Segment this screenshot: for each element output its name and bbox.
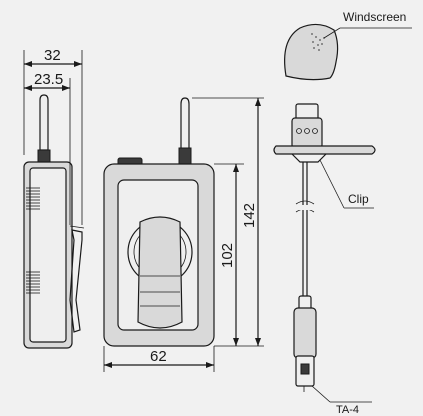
clip-label: Clip	[348, 192, 369, 206]
transmitter-side-view	[23, 94, 85, 349]
windscreen-label: Windscreen	[343, 10, 406, 24]
dimension-32: 32	[44, 47, 61, 64]
dimension-102: 102	[219, 243, 236, 268]
dimension-62: 62	[150, 348, 167, 365]
depth-dimensions: 32 23.5	[23, 47, 83, 225]
dimension-23-5: 23.5	[34, 71, 63, 88]
transmitter-front-view	[103, 97, 215, 347]
front-dimensions: 62 102 142	[103, 97, 264, 372]
lavalier-microphone: Windscreen Clip TA-4	[273, 10, 412, 416]
dimension-142: 142	[241, 203, 258, 228]
connector-label: TA-4	[336, 404, 359, 416]
